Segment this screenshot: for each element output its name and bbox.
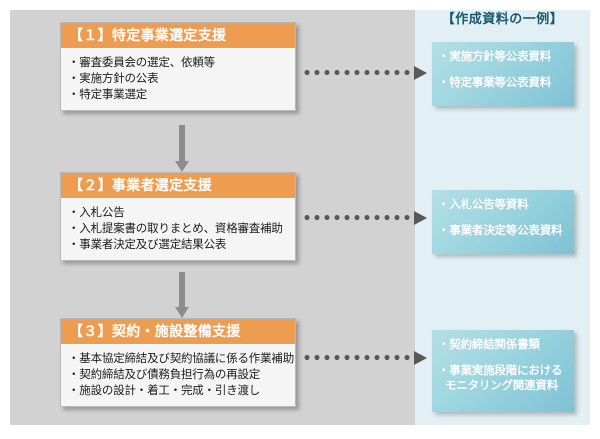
deliverable-box-3: ・契約締結関係書類 ・事業実施段階における モニタリング関連資料: [432, 330, 574, 412]
dotted-arrow-step1-to-doc1: [302, 66, 432, 80]
process-step-3: 【３】契約・施設整備支援 ・基本協定締結及び契約協議に係る作業補助 ・契約締結及…: [60, 318, 296, 407]
process-step-1-item-1: ・審査委員会の選定、依頼等: [68, 57, 215, 69]
dotted-line: [302, 215, 413, 220]
deliverable-box-2-item-1: ・入札公告等資料: [438, 199, 529, 211]
process-step-3-item-1: ・基本協定締結及び契約協議に係る作業補助: [68, 353, 294, 365]
arrow-shaft: [179, 272, 185, 307]
dotted-line: [302, 355, 413, 360]
process-step-1-item-3: ・特定事業選定: [68, 89, 148, 101]
deliverable-box-2: ・入札公告等資料 ・事業者決定等公表資料: [432, 190, 574, 254]
arrow-head-down-icon: [175, 161, 189, 172]
process-step-1-header: 【１】特定事業選定支援: [61, 23, 295, 49]
deliverable-box-1: ・実施方針等公表資料 ・特定事業等公表資料: [432, 42, 574, 106]
process-step-3-item-2: ・契約締結及び債務負担行為の再設定: [68, 369, 261, 381]
process-step-1-item-2: ・実施方針の公表: [68, 73, 159, 85]
arrow-head-right-icon: [414, 211, 427, 225]
deliverable-box-3-item-1: ・契約締結関係書類: [438, 339, 540, 351]
deliverable-box-1-item-2: ・特定事業等公表資料: [438, 77, 551, 89]
arrow-shaft: [179, 125, 185, 161]
arrow-head-down-icon: [175, 307, 189, 318]
dotted-arrow-step3-to-doc3: [302, 351, 432, 365]
process-step-2: 【２】事業者選定支援 ・入札公告 ・入札提案書の取りまとめ、資格審査補助 ・事業…: [60, 172, 296, 261]
process-step-2-item-2: ・入札提案書の取りまとめ、資格審査補助: [68, 223, 283, 235]
flow-arrow-down-2-to-3: [175, 272, 189, 318]
process-step-2-body: ・入札公告 ・入札提案書の取りまとめ、資格審査補助 ・事業者決定及び選定結果公表: [61, 199, 295, 260]
process-step-3-header: 【３】契約・施設整備支援: [61, 319, 295, 345]
deliverables-panel-title: 【作成資料の一例】: [441, 11, 564, 26]
deliverable-box-1-item-1: ・実施方針等公表資料: [438, 51, 551, 63]
arrow-head-right-icon: [414, 66, 427, 80]
arrow-head-right-icon: [414, 351, 427, 365]
deliverable-box-2-item-2: ・事業者決定等公表資料: [438, 225, 563, 237]
flow-arrow-down-1-to-2: [175, 125, 189, 172]
process-step-3-body: ・基本協定締結及び契約協議に係る作業補助 ・契約締結及び債務負担行為の再設定 ・…: [61, 345, 295, 406]
process-step-1-body: ・審査委員会の選定、依頼等 ・実施方針の公表 ・特定事業選定: [61, 49, 295, 110]
process-step-2-item-1: ・入札公告: [68, 207, 125, 219]
dotted-line: [302, 70, 413, 75]
process-step-3-item-3: ・施設の設計・着工・完成・引き渡し: [68, 385, 261, 397]
dotted-arrow-step2-to-doc2: [302, 211, 432, 225]
deliverable-box-3-item-2: ・事業実施段階における: [438, 365, 563, 377]
process-step-2-item-3: ・事業者決定及び選定結果公表: [68, 239, 227, 251]
process-step-2-header: 【２】事業者選定支援: [61, 173, 295, 199]
deliverable-box-3-item-2-continued: モニタリング関連資料: [445, 380, 558, 392]
process-step-1: 【１】特定事業選定支援 ・審査委員会の選定、依頼等 ・実施方針の公表 ・特定事業…: [60, 22, 296, 111]
